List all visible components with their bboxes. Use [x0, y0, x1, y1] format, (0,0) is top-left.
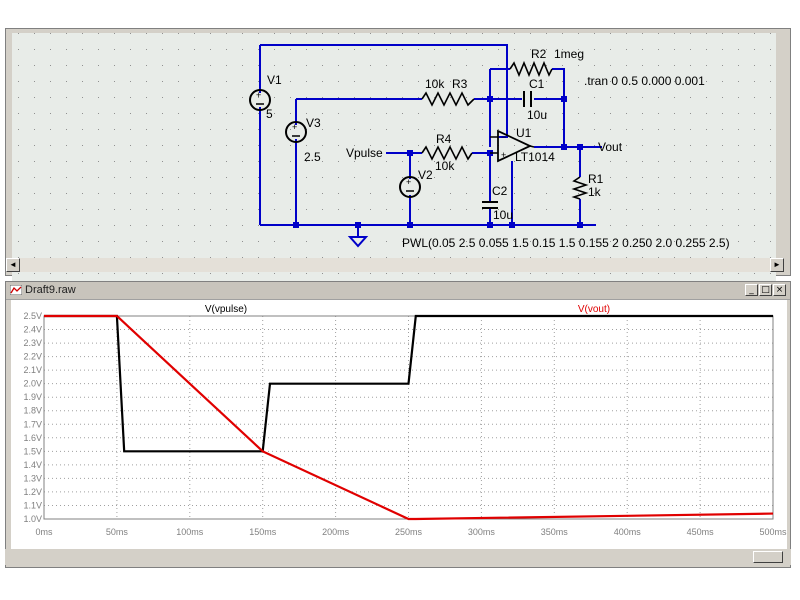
waveform-titlebar[interactable]: Draft9.raw _ □ ×: [6, 282, 790, 300]
x-tick-label: 150ms: [249, 527, 277, 537]
pwl-source-value[interactable]: PWL(0.05 2.5 0.055 1.5 0.15 1.5 0.155 2 …: [402, 236, 730, 250]
r4-resistor[interactable]: [421, 145, 473, 161]
waveform-plot: 0ms 50ms 100ms 150ms 200ms 250ms 300ms 350ms 400…: [23, 304, 787, 537]
x-tick-label: 450ms: [687, 527, 715, 537]
waveform-window: Draft9.raw _ □ × 0ms 50ms 100ms 150ms 200ms 2…: [5, 281, 791, 568]
v3-source[interactable]: +: [285, 121, 307, 143]
x-tick-label: 500ms: [759, 527, 787, 537]
c2-capacitor[interactable]: [482, 201, 498, 209]
c1-capacitor[interactable]: [523, 91, 532, 107]
y-tick-label: 1.7V: [23, 419, 42, 429]
schematic-drawing: + + +: [12, 33, 776, 287]
series-line-vout: [44, 314, 774, 521]
x-tick-label: 250ms: [395, 527, 423, 537]
status-bar-button[interactable]: [753, 551, 783, 563]
waveform-icon: [10, 285, 22, 295]
y-tick-label: 1.9V: [23, 392, 42, 402]
r1-value: 1k: [588, 185, 602, 199]
scroll-track[interactable]: [20, 258, 770, 272]
svg-text:+: +: [501, 150, 506, 160]
v2-label: V2: [418, 168, 433, 182]
v1-value: 5: [266, 107, 273, 121]
schematic-grid: [12, 33, 776, 287]
x-tick-label: 100ms: [176, 527, 204, 537]
plot-area[interactable]: 0ms 50ms 100ms 150ms 200ms 250ms 300ms 350ms 400…: [11, 300, 787, 554]
c2-label: C2: [492, 184, 508, 198]
tran-directive[interactable]: .tran 0 0.5 0.000 0.001: [584, 74, 705, 88]
x-tick-label: 50ms: [106, 527, 129, 537]
c1-value: 10u: [527, 108, 547, 122]
vpulse-net-label: Vpulse: [346, 146, 383, 160]
y-tick-label: 1.5V: [23, 446, 42, 456]
r2-value: 1meg: [554, 47, 584, 61]
y-tick-label: 2.5V: [23, 311, 42, 321]
svg-text:+: +: [292, 122, 297, 132]
wires: [259, 44, 602, 237]
r4-label: R4: [436, 132, 452, 146]
v2-source[interactable]: +: [399, 176, 421, 198]
svg-text:+: +: [256, 90, 261, 100]
horizontal-scrollbar[interactable]: ◄ ►: [6, 258, 784, 272]
schematic-window: + + +: [5, 28, 791, 287]
x-tick-label: 400ms: [614, 527, 642, 537]
x-tick-label: 0ms: [35, 527, 53, 537]
minimize-button[interactable]: _: [745, 284, 758, 296]
c2-value: 10u: [493, 208, 513, 222]
v1-source[interactable]: +: [249, 89, 271, 111]
r1-label: R1: [588, 172, 604, 186]
y-tick-label: 1.1V: [23, 500, 42, 510]
x-tick-label: 200ms: [322, 527, 350, 537]
r4-value: 10k: [435, 159, 455, 173]
x-tick-label: 300ms: [468, 527, 496, 537]
status-bar: [5, 549, 791, 565]
y-tick-label: 2.0V: [23, 379, 42, 389]
y-tick-label: 1.2V: [23, 487, 42, 497]
y-tick-label: 1.3V: [23, 473, 42, 483]
y-tick-label: 2.2V: [23, 352, 42, 362]
c1-label: C1: [529, 77, 545, 91]
waveform-title: Draft9.raw: [25, 284, 76, 296]
u1-label: U1: [516, 126, 532, 140]
y-tick-label: 2.1V: [23, 365, 42, 375]
scroll-left-button[interactable]: ◄: [6, 258, 20, 272]
y-tick-label: 1.6V: [23, 433, 42, 443]
series-line-vpulse: [44, 314, 773, 453]
y-tick-label: 2.3V: [23, 338, 42, 348]
v1-label: V1: [267, 73, 282, 87]
svg-text:−: −: [501, 132, 506, 142]
r3-label: R3: [452, 77, 468, 91]
r3-resistor[interactable]: [421, 91, 475, 107]
close-button[interactable]: ×: [773, 284, 786, 296]
scroll-right-button[interactable]: ►: [770, 258, 784, 272]
y-tick-label: 2.4V: [23, 325, 42, 335]
schematic-canvas[interactable]: + + +: [12, 33, 776, 287]
y-tick-label: 1.0V: [23, 514, 42, 524]
vout-net-label: Vout: [598, 140, 623, 154]
u1-part: LT1014: [515, 150, 555, 164]
r3-value: 10k: [425, 77, 445, 91]
v3-value: 2.5: [304, 150, 321, 164]
x-tick-label: 350ms: [541, 527, 569, 537]
ground-icon: [347, 236, 369, 248]
r2-resistor[interactable]: [509, 60, 553, 78]
maximize-button[interactable]: □: [759, 284, 772, 296]
legend-label-vout: V(vout): [578, 304, 610, 315]
v3-label: V3: [306, 116, 321, 130]
r1-resistor[interactable]: [571, 176, 589, 200]
y-tick-label: 1.4V: [23, 460, 42, 470]
r2-label: R2: [531, 47, 547, 61]
y-tick-label: 1.8V: [23, 406, 42, 416]
u1-opamp[interactable]: − +: [490, 129, 535, 163]
svg-text:+: +: [406, 177, 411, 187]
legend-label-vpulse: V(vpulse): [205, 304, 247, 315]
